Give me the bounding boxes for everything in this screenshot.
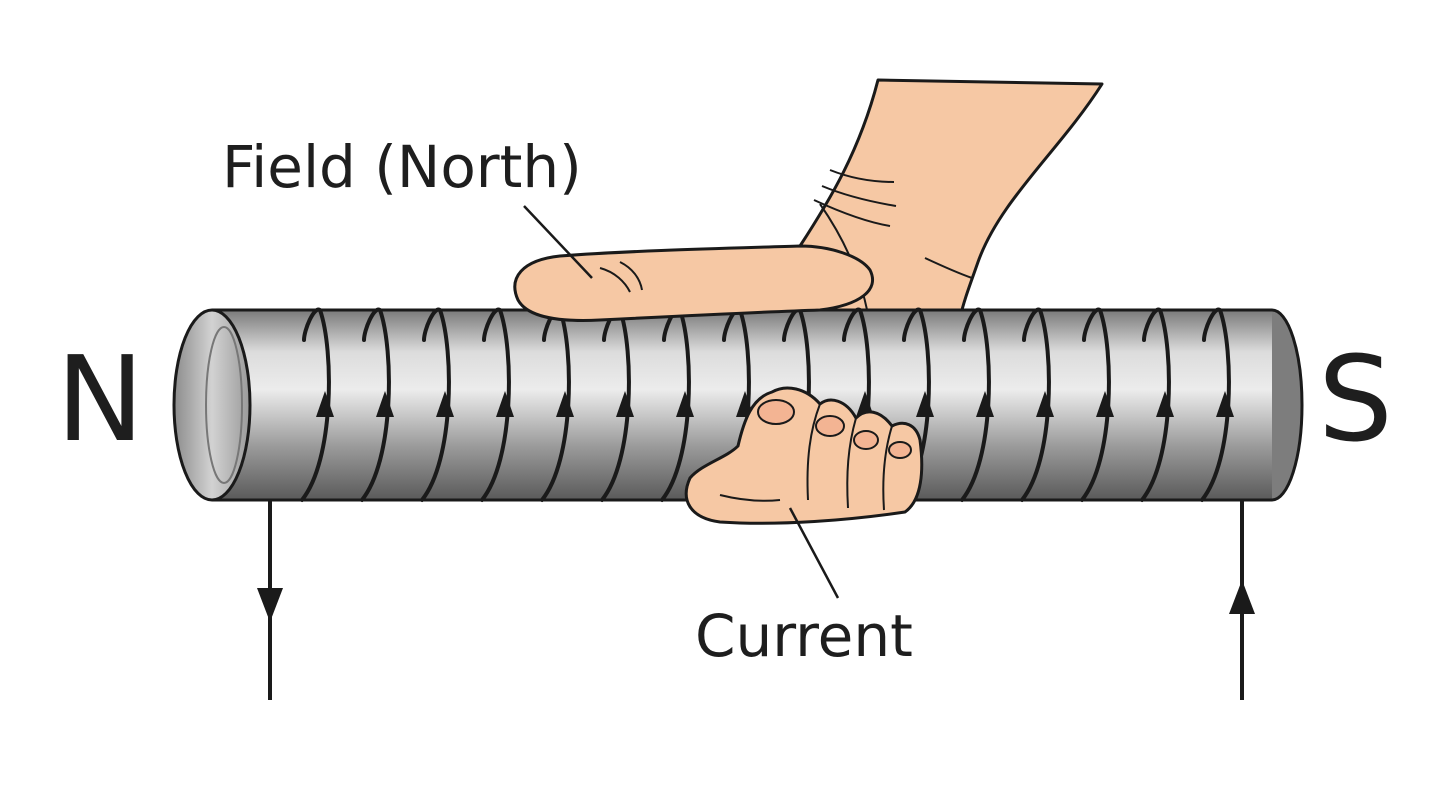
- coil-turn: [300, 307, 334, 502]
- rod-right-end: [1271, 308, 1304, 502]
- up-arrow-icon: [436, 391, 454, 417]
- up-arrow-icon: [1036, 391, 1054, 417]
- current-leader-line: [788, 507, 840, 599]
- coil-turn: [480, 307, 514, 502]
- curled-fingers: [684, 386, 924, 525]
- up-arrow-icon: [1216, 391, 1234, 417]
- coil-turn: [540, 307, 574, 502]
- coil-turn: [1080, 307, 1114, 502]
- coil-turn: [360, 307, 394, 502]
- thumb: [513, 244, 874, 322]
- up-arrow-icon: [976, 391, 994, 417]
- left-lead-wire: [257, 500, 283, 700]
- coil-turn: [1200, 307, 1234, 502]
- up-arrow-icon: [616, 391, 634, 417]
- up-arrow-icon: [676, 391, 694, 417]
- up-arrow-icon: [1096, 391, 1114, 417]
- up-arrow-icon: [916, 391, 934, 417]
- field-north-label: Field (North): [222, 133, 582, 201]
- field-leader-line: [523, 205, 593, 279]
- coil-turn: [600, 307, 634, 502]
- current-label: Current: [695, 602, 913, 670]
- up-arrow-icon: [1229, 580, 1255, 614]
- up-arrow-icon: [376, 391, 394, 417]
- coil-turn: [960, 307, 994, 502]
- south-pole-label: S: [1318, 330, 1393, 468]
- coil-turn: [1020, 307, 1054, 502]
- rod-left-face: [172, 308, 252, 502]
- up-arrow-icon: [316, 391, 334, 417]
- up-arrow-icon: [556, 391, 574, 417]
- north-pole-label: N: [56, 330, 145, 468]
- coil-turn: [1140, 307, 1174, 502]
- down-arrow-icon: [257, 588, 283, 622]
- right-lead-wire: [1229, 500, 1255, 700]
- coil-turn: [660, 307, 694, 502]
- up-arrow-icon: [496, 391, 514, 417]
- up-arrow-icon: [1156, 391, 1174, 417]
- coil-turn: [420, 307, 454, 502]
